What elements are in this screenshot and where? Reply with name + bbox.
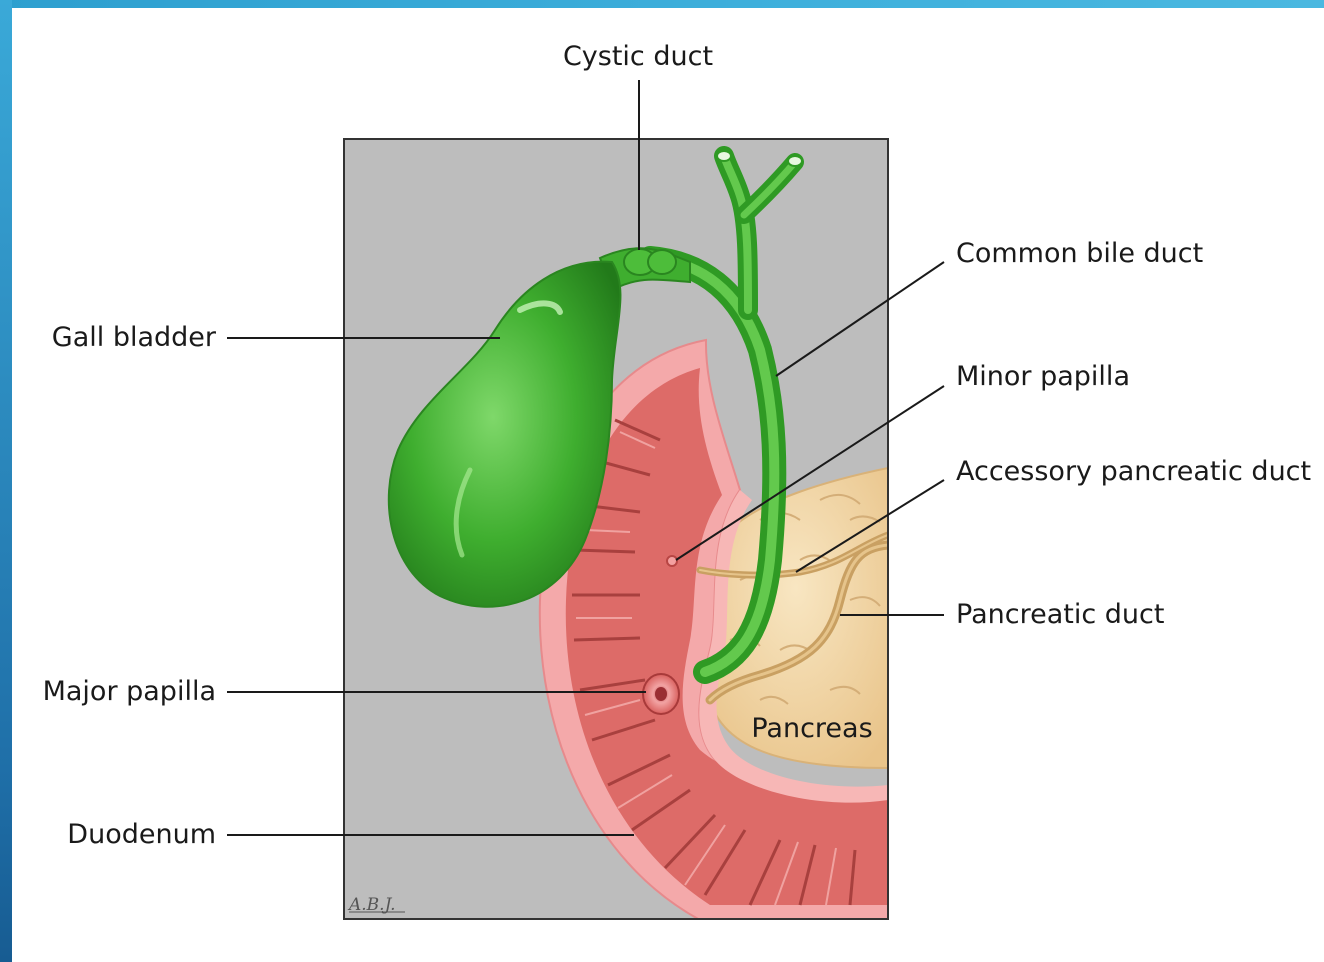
label-common-bile-duct: Common bile duct (956, 238, 1203, 269)
label-cystic-duct: Cystic duct (563, 41, 713, 72)
label-pancreatic-duct: Pancreatic duct (956, 599, 1164, 630)
label-duodenum: Duodenum (67, 819, 216, 850)
label-gall-bladder: Gall bladder (52, 322, 217, 353)
label-pancreas: Pancreas (751, 713, 872, 744)
label-major-papilla: Major papilla (43, 676, 216, 707)
minor-papilla-marker (667, 556, 677, 566)
label-minor-papilla: Minor papilla (956, 361, 1130, 392)
major-papilla-marker (643, 674, 679, 714)
label-accessory-pancreatic-duct: Accessory pancreatic duct (956, 456, 1311, 487)
